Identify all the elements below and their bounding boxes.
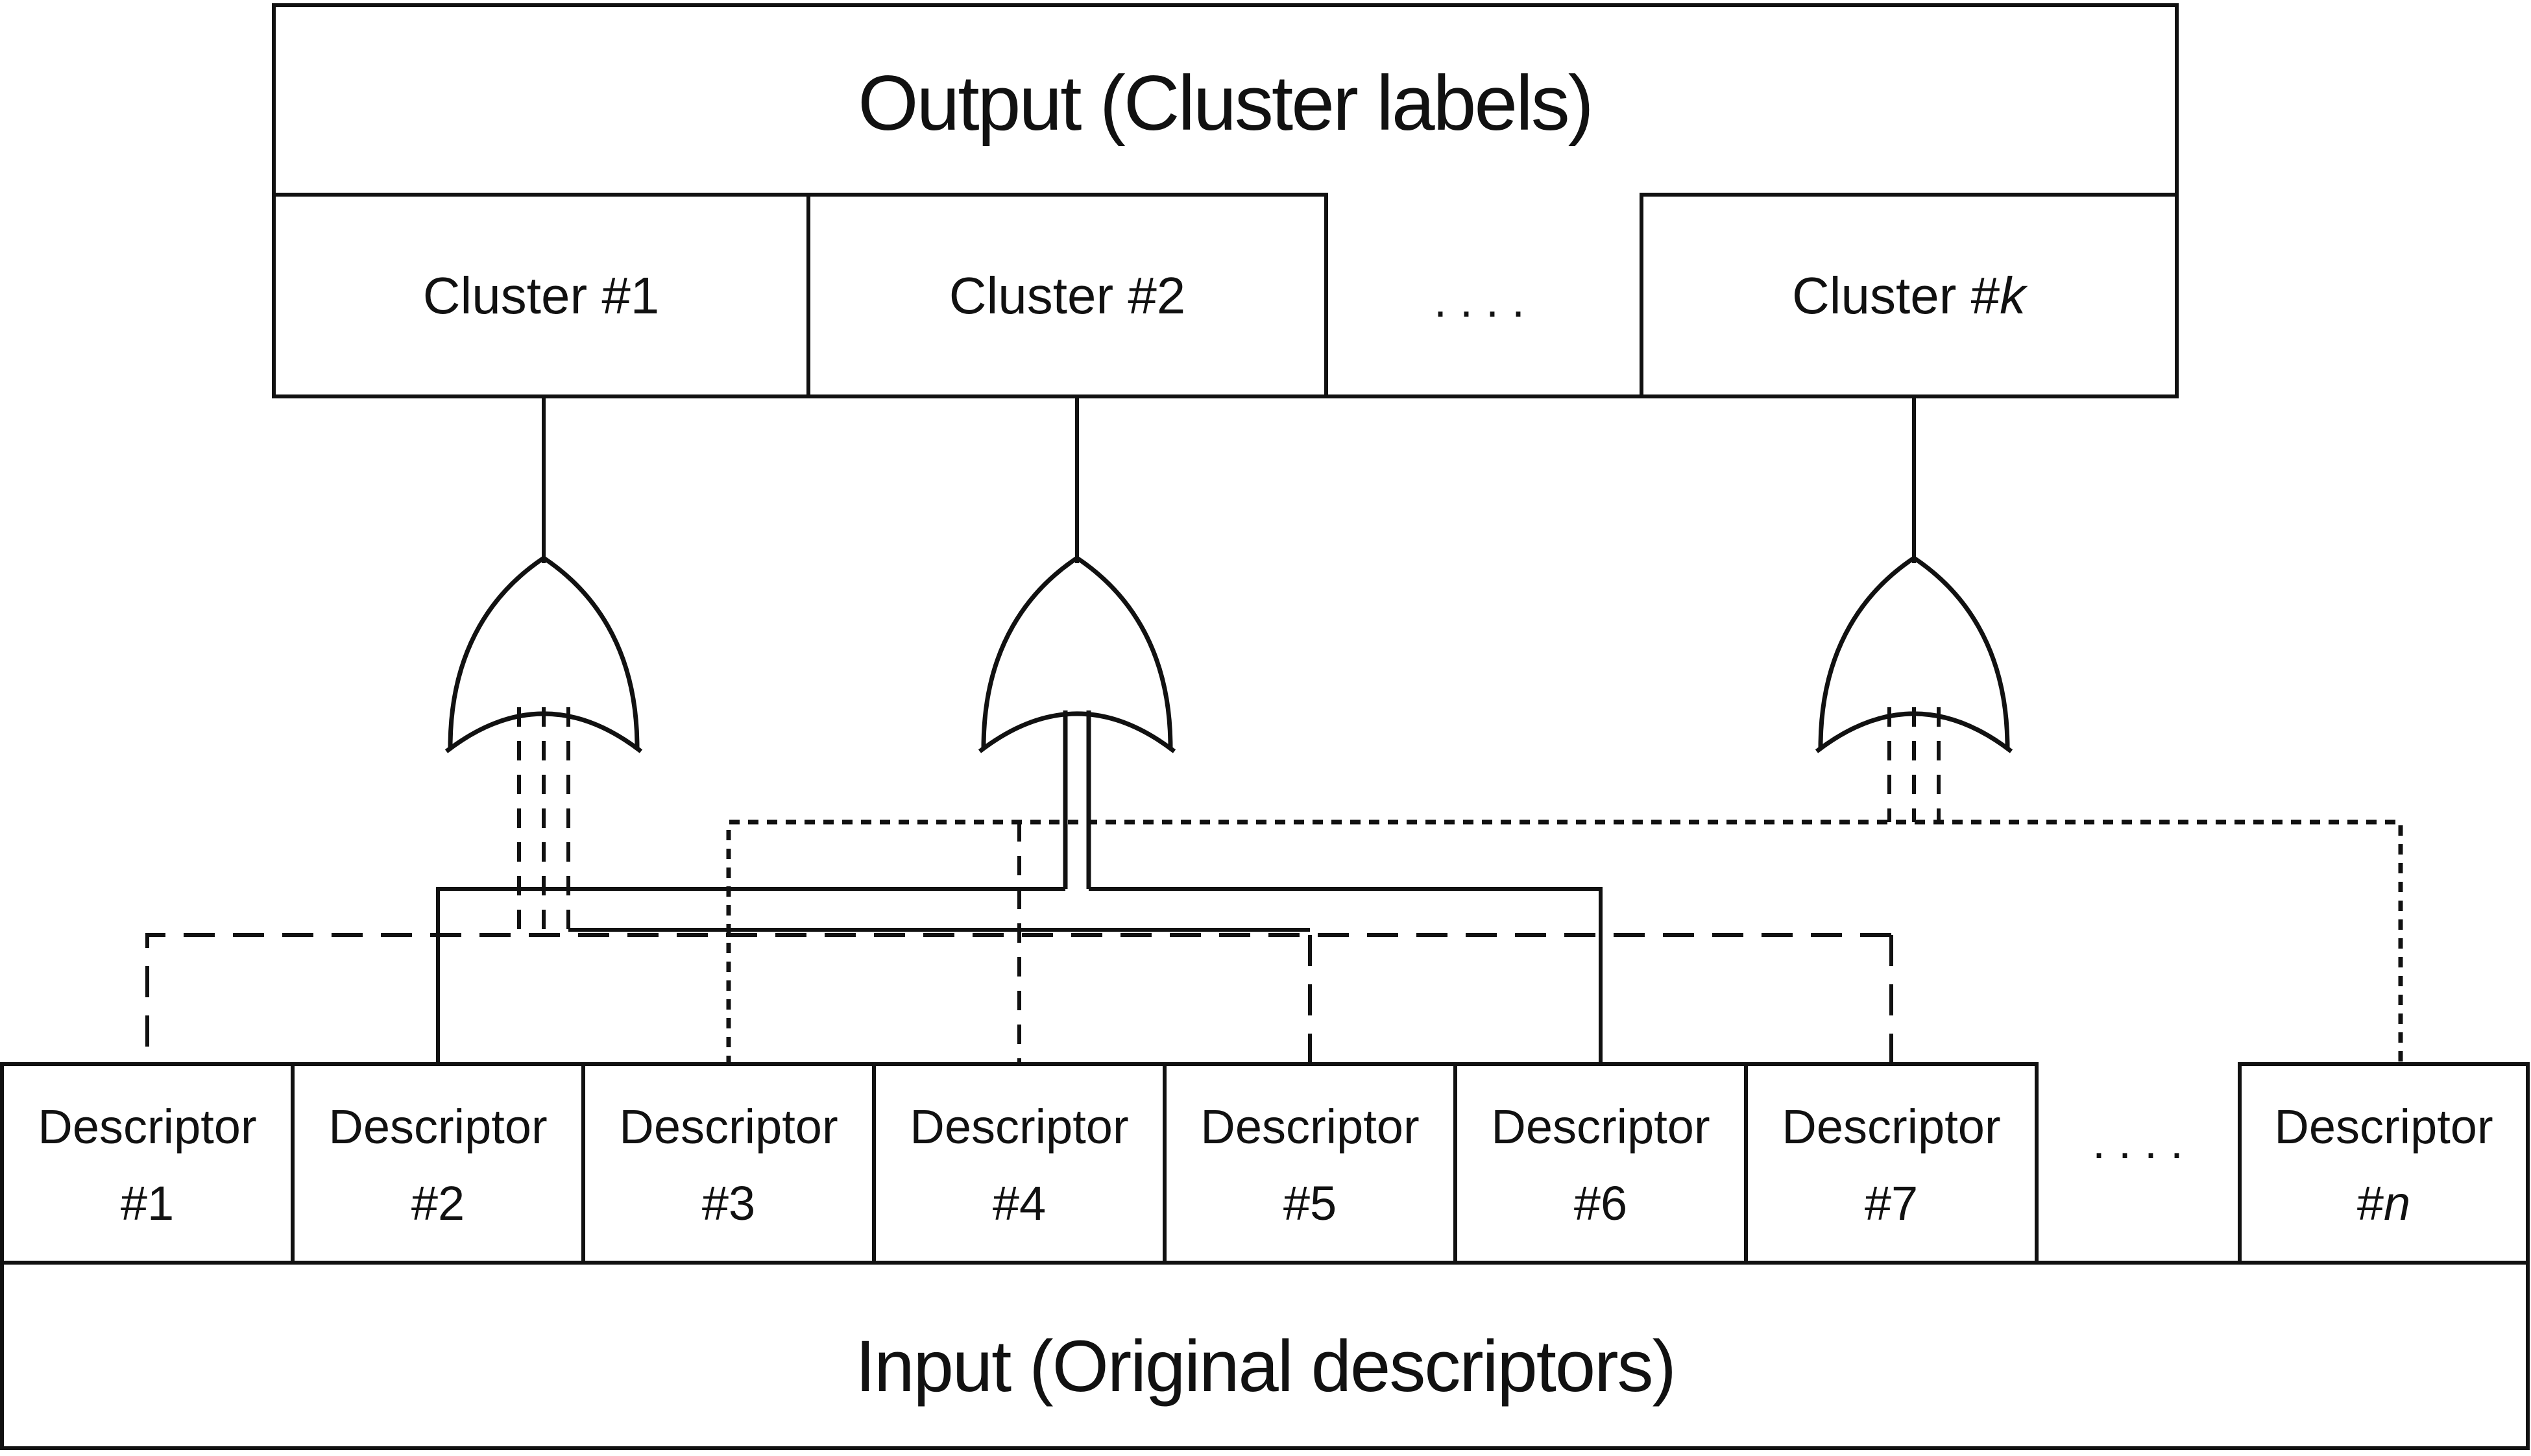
descriptor-6-word: Descriptor xyxy=(1491,1100,1710,1154)
solid-bus-right xyxy=(1089,887,1603,1066)
descriptor-5-number: #5 xyxy=(1283,1176,1337,1230)
descriptor-4-box xyxy=(872,1062,1167,1265)
descriptor-7-word: Descriptor xyxy=(1782,1100,2000,1154)
descriptor-4-number: #4 xyxy=(993,1176,1046,1230)
descriptor-6-number: #6 xyxy=(1574,1176,1627,1230)
descriptor-n-number: #n xyxy=(2357,1176,2410,1230)
or-gate-3-left-side xyxy=(1818,556,1915,748)
output-box: Output (Cluster labels) Cluster #1 Clust… xyxy=(272,3,2179,398)
descriptor-n-number-prefix: # xyxy=(2357,1176,2384,1230)
or-gate-3-input-arc xyxy=(1815,711,2013,753)
or-gate-3 xyxy=(1815,396,2013,753)
descriptor-row: Descriptor Descriptor Descriptor Descrip… xyxy=(0,1062,2530,1265)
descriptor-1-box xyxy=(0,1062,295,1265)
input-title: Input (Original descriptors) xyxy=(855,1326,1675,1407)
cluster-k-box xyxy=(1640,193,2179,398)
or-gate-1-right-side xyxy=(542,556,640,748)
descriptor-7-box xyxy=(1744,1062,2039,1265)
cluster-k-label: Cluster #k xyxy=(1792,267,2028,324)
descriptor-ellipsis: . . . . xyxy=(2092,1117,2183,1169)
descriptor-1-word: Descriptor xyxy=(38,1100,256,1154)
or-gate-2-input-arc xyxy=(978,711,1176,753)
cluster-k-label-prefix: Cluster # xyxy=(1792,267,2000,324)
input-box-outline xyxy=(0,1261,2530,1450)
descriptor-6-box xyxy=(1453,1062,1748,1265)
descriptor-3-word: Descriptor xyxy=(619,1100,838,1154)
descriptor-7-number: #7 xyxy=(1865,1176,1918,1230)
descriptor-n-word: Descriptor xyxy=(2274,1100,2493,1154)
cluster-2-box xyxy=(806,193,1328,398)
input-box: Input (Original descriptors) xyxy=(0,1261,2530,1450)
or-gate-3-right-side xyxy=(1913,556,2010,748)
descriptor-3-box xyxy=(581,1062,876,1265)
or-gate-1-left-side xyxy=(448,556,545,748)
descriptor-1-number: #1 xyxy=(121,1176,174,1230)
cluster-1-box xyxy=(272,193,810,398)
or-gate-1-input-arc xyxy=(444,711,643,753)
output-title: Output (Cluster labels) xyxy=(858,60,1592,147)
cluster-1-label: Cluster #1 xyxy=(423,267,660,324)
dashed-bus xyxy=(145,933,1891,1066)
cluster-k-label-variable: k xyxy=(2000,267,2028,324)
or-gate-2 xyxy=(978,396,1176,753)
or-gate-1 xyxy=(444,396,643,753)
dotted-bus xyxy=(726,819,2403,1066)
cluster-ellipsis: . . . . xyxy=(1434,275,1525,327)
solid-bus-left xyxy=(436,887,1065,1066)
or-gate-2-right-side xyxy=(1076,556,1173,748)
descriptor-2-box xyxy=(291,1062,585,1265)
descriptor-3-number: #3 xyxy=(702,1176,755,1230)
cluster-2-label: Cluster #2 xyxy=(949,267,1186,324)
wire-layer xyxy=(145,707,2403,1066)
descriptor-5-box xyxy=(1163,1062,1457,1265)
or-gate-2-left-side xyxy=(981,556,1078,748)
descriptor-n-box xyxy=(2238,1062,2530,1265)
descriptor-n-number-variable: n xyxy=(2384,1176,2410,1230)
descriptor-4-word: Descriptor xyxy=(910,1100,1128,1154)
descriptor-5-word: Descriptor xyxy=(1200,1100,1419,1154)
descriptor-2-number: #2 xyxy=(411,1176,465,1230)
descriptor-2-word: Descriptor xyxy=(328,1100,547,1154)
